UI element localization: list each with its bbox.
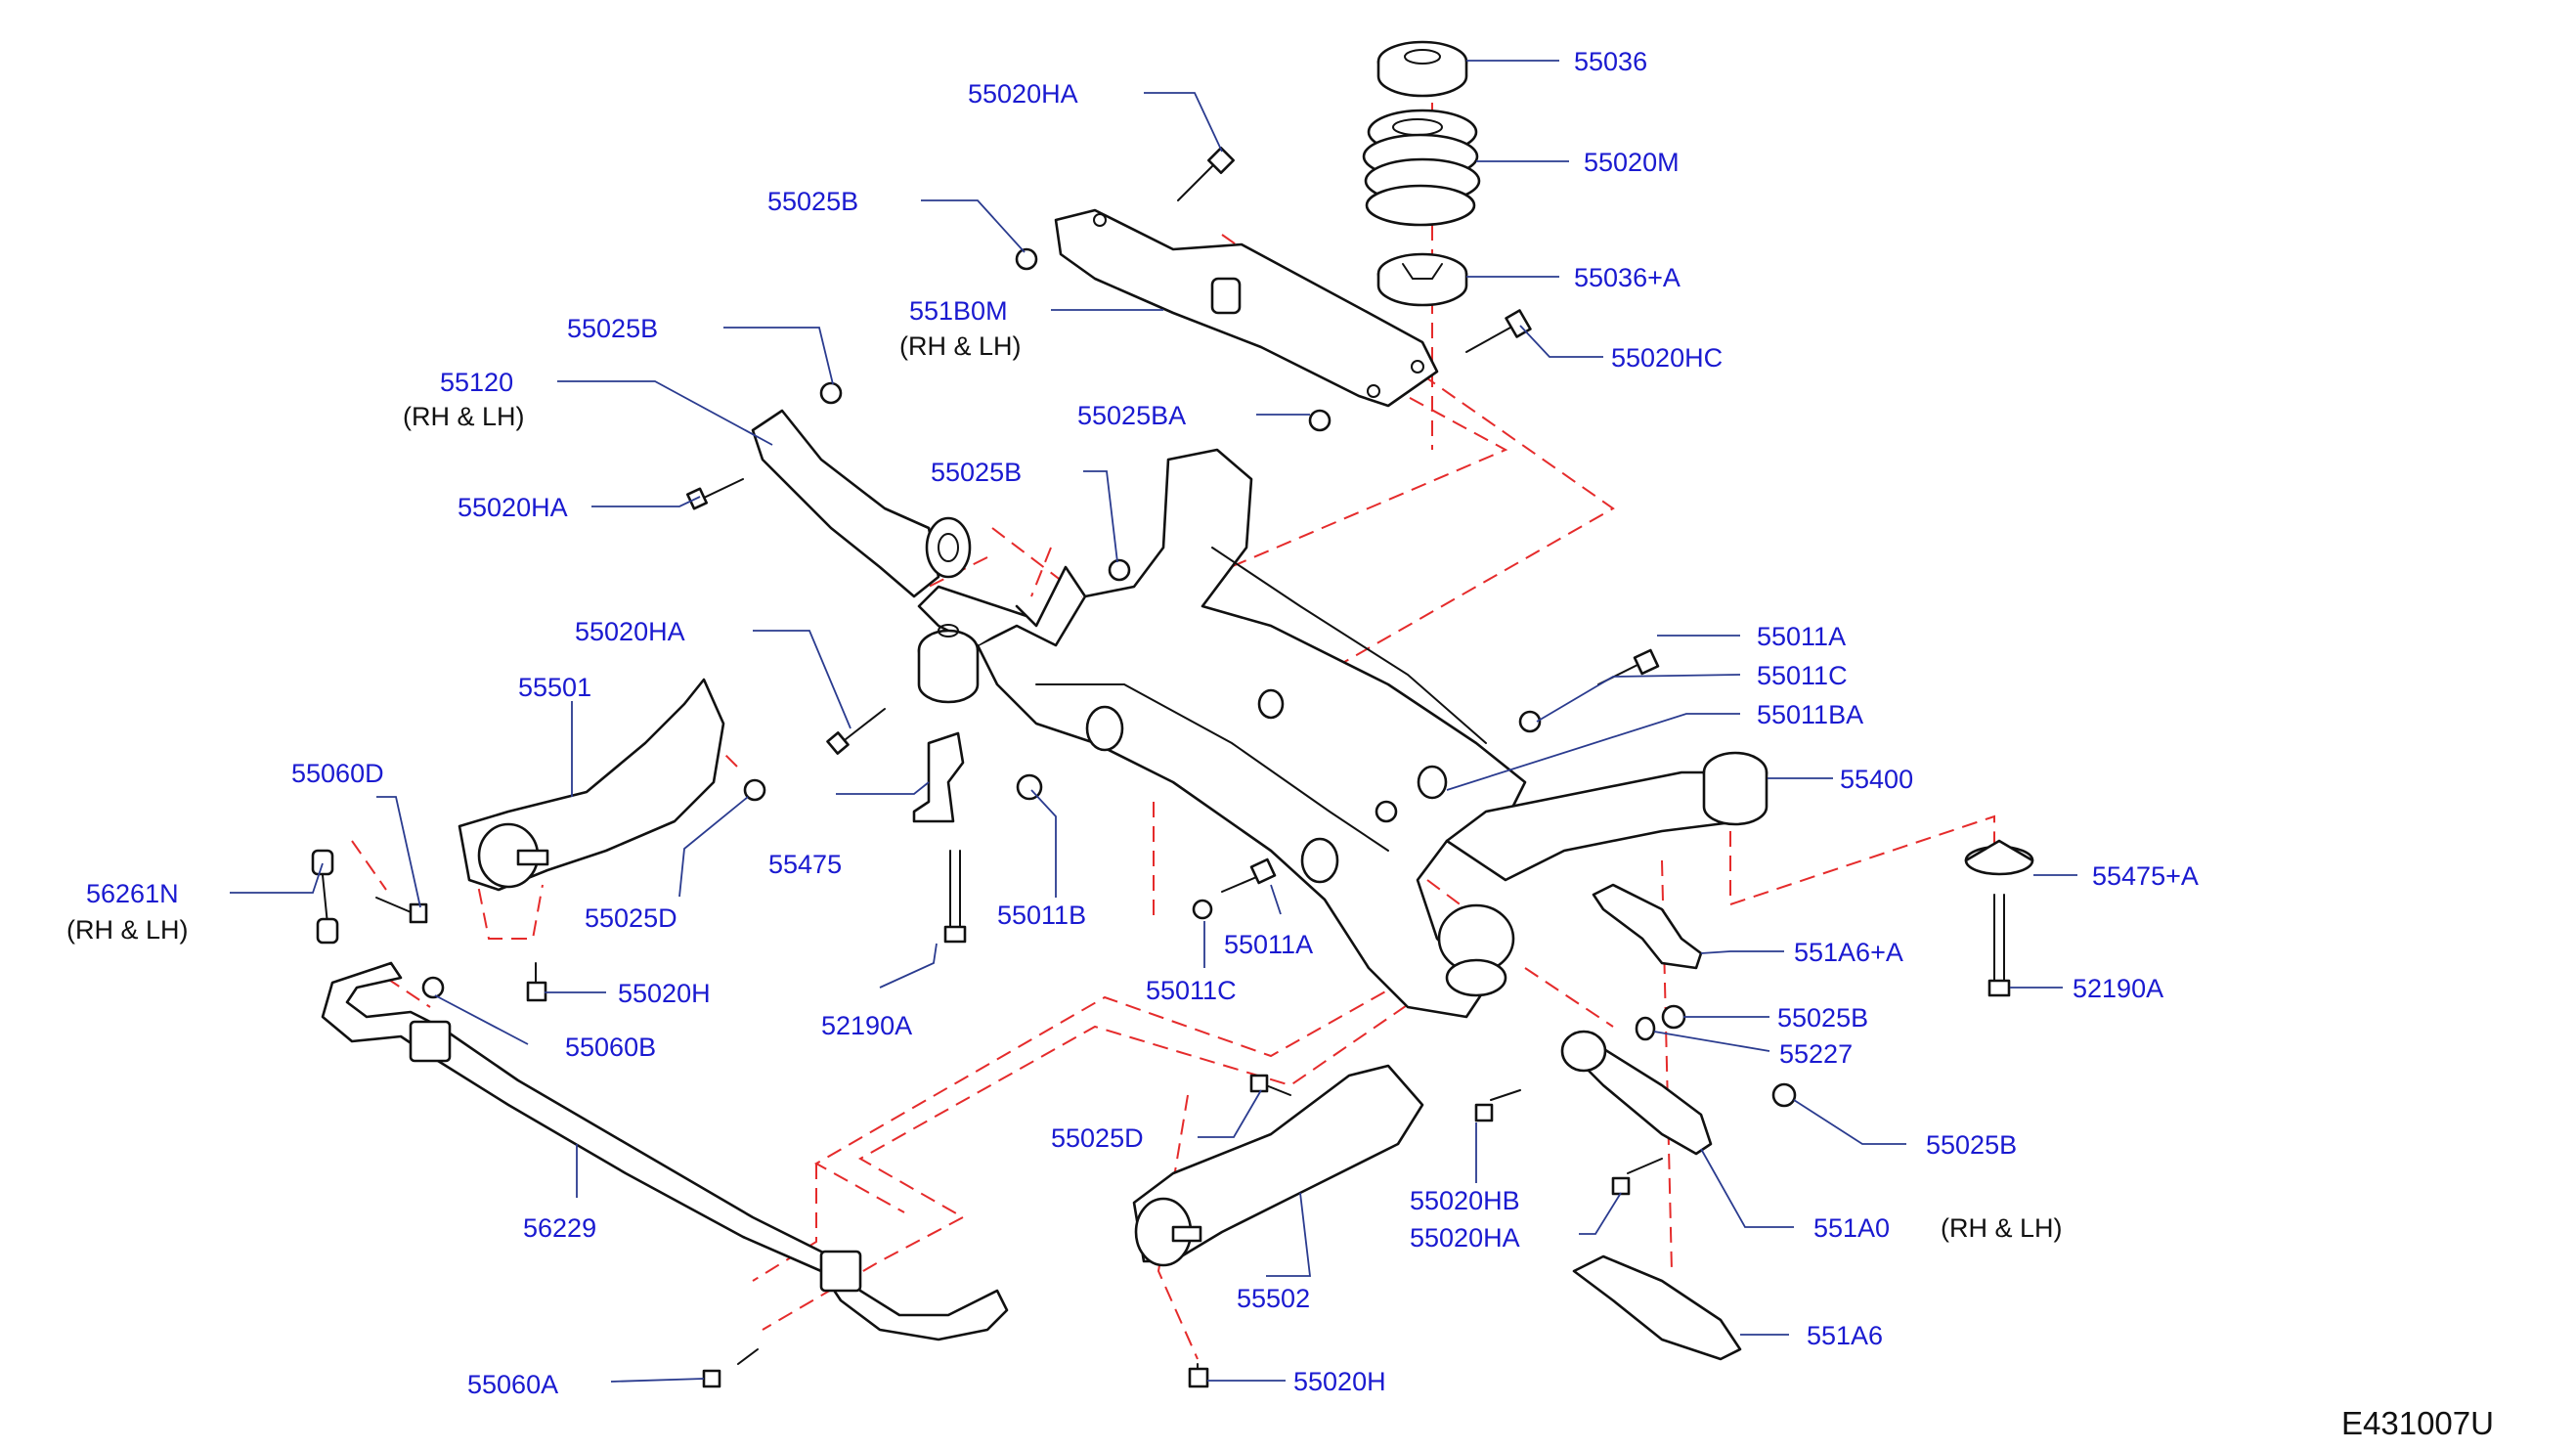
label-55025D-left: 55025D <box>585 903 677 933</box>
figure-code: E431007U <box>2341 1405 2494 1441</box>
arm-55501 <box>458 678 725 892</box>
label-551A0: 551A0 <box>1813 1213 1890 1243</box>
label-55025BA: 55025BA <box>1077 401 1186 430</box>
note-551A0: (RH & LH) <box>1941 1213 2063 1243</box>
label-55060D: 55060D <box>291 759 384 788</box>
label-55400: 55400 <box>1840 765 1913 794</box>
label-52190A-left: 52190A <box>821 1011 912 1040</box>
spring-seat-lower <box>1376 252 1468 307</box>
label-551A6A: 551A6+A <box>1794 938 1903 967</box>
label-55020H-left: 55020H <box>618 979 711 1008</box>
label-55020HB: 55020HB <box>1410 1186 1520 1215</box>
label-55036A: 55036+A <box>1574 263 1681 292</box>
rear-subframe <box>917 448 1527 1019</box>
spring-seat-upper <box>1376 40 1468 98</box>
label-55011A-right: 55011A <box>1757 622 1846 651</box>
bolt-52190A-right <box>1987 894 2011 997</box>
note-55120: (RH & LH) <box>403 402 525 431</box>
note-56261N: (RH & LH) <box>66 915 189 945</box>
note-551B0M: (RH & LH) <box>899 331 1022 361</box>
label-55025B-lowright: 55025B <box>1926 1130 2017 1160</box>
coil-spring <box>1362 109 1481 227</box>
label-52190A-right: 52190A <box>2073 974 2163 1003</box>
label-55475: 55475 <box>768 850 842 879</box>
subframe-mount-bushing <box>917 624 980 704</box>
label-551B0M: 551B0M <box>909 296 1008 326</box>
label-55120: 55120 <box>440 368 513 397</box>
label-55060A: 55060A <box>467 1370 558 1399</box>
label-55025B-arm: 55025B <box>567 314 658 343</box>
label-55020H-bottom: 55020H <box>1293 1367 1386 1396</box>
label-55025D-low: 55025D <box>1051 1123 1144 1153</box>
label-55036: 55036 <box>1574 47 1647 76</box>
shield-551A6A <box>1592 883 1703 970</box>
label-55020HA-mid: 55020HA <box>575 617 685 646</box>
label-55020HA-low: 55020HA <box>1410 1223 1520 1253</box>
label-55502: 55502 <box>1237 1284 1310 1313</box>
callout-labels: 55036 55020M 55036+A 55020HC 55020HA 550… <box>66 47 2199 1399</box>
label-55011BA: 55011BA <box>1757 700 1863 729</box>
label-55475A: 55475+A <box>2092 861 2199 891</box>
label-55011B: 55011B <box>997 901 1086 930</box>
label-55020HC: 55020HC <box>1611 343 1723 373</box>
assembly-dashed-lines <box>351 54 1995 1360</box>
label-55011C-right: 55011C <box>1757 661 1848 690</box>
upper-arm-55120 <box>751 409 972 598</box>
fasteners <box>375 146 1797 1388</box>
label-55020HA-arm: 55020HA <box>458 493 568 522</box>
stabilizer-bar-56229 <box>321 961 1009 1341</box>
bump-stop-55475A <box>1964 839 2034 876</box>
label-55020M: 55020M <box>1584 148 1680 177</box>
stabilizer-link-56261N <box>311 849 339 945</box>
lower-arm-55400 <box>1445 751 1768 882</box>
label-55501: 55501 <box>518 673 591 702</box>
bracket-55475 <box>912 731 965 823</box>
label-551A6: 551A6 <box>1807 1321 1883 1350</box>
shield-551A6 <box>1572 1254 1742 1361</box>
label-55020HA-top: 55020HA <box>968 79 1078 109</box>
label-55025B-top: 55025B <box>767 187 858 216</box>
arm-55502 <box>1132 1064 1424 1267</box>
toe-link-551A0 <box>1560 1030 1713 1156</box>
label-55011C-mid: 55011C <box>1146 976 1237 1005</box>
label-55025B-mid: 55025B <box>931 458 1022 487</box>
leader-lines <box>230 60 2077 1383</box>
label-56261N: 56261N <box>86 879 179 908</box>
label-55025B-low: 55025B <box>1777 1003 1868 1033</box>
label-55060B: 55060B <box>565 1033 656 1062</box>
upper-link-551B0M <box>1054 208 1439 408</box>
label-55227: 55227 <box>1779 1039 1853 1069</box>
label-55011A-mid: 55011A <box>1224 930 1313 959</box>
label-56229: 56229 <box>523 1213 596 1243</box>
